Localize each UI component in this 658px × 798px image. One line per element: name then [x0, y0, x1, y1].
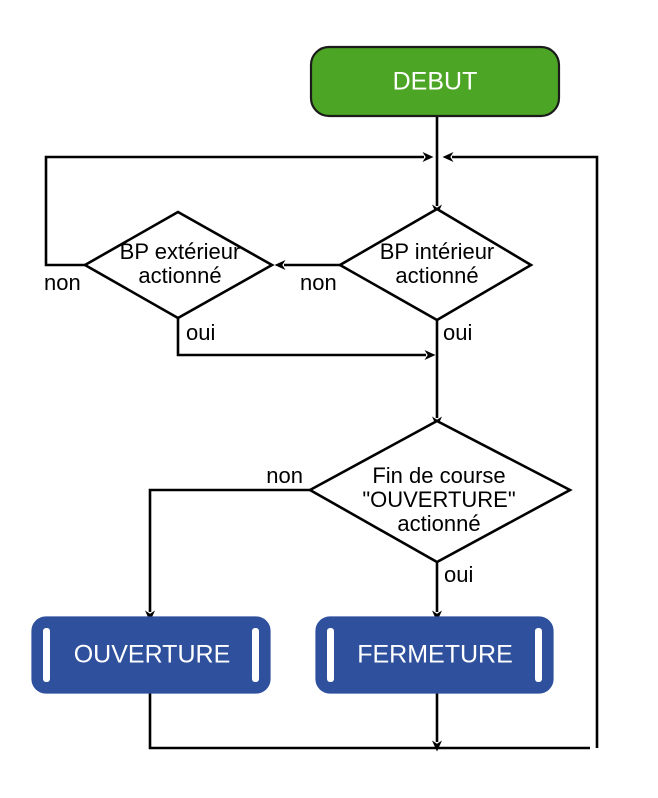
decision-bp-interieur-shape — [337, 207, 534, 322]
decision-fin-course-label-line3: actionné — [397, 511, 480, 536]
decision-bp-interieur-label-line1: BP intérieur — [380, 239, 495, 264]
edge-label-fin-course-oui: oui — [444, 562, 473, 587]
process-fermeture-right-bar — [535, 628, 542, 682]
process-ouverture-label: OUVERTURE — [74, 641, 231, 669]
decision-bp-exterieur-shape — [82, 210, 275, 320]
process-ouverture-left-bar — [43, 628, 50, 682]
decision-fin-course-label-line1: Fin de course — [372, 463, 505, 488]
node-decision-bp-interieur[interactable]: BP intérieur actionné — [337, 207, 534, 322]
node-process-ouverture[interactable]: OUVERTURE — [31, 616, 271, 694]
node-decision-fin-course[interactable]: Fin de course "OUVERTURE" actionné — [307, 419, 573, 564]
node-decision-bp-exterieur[interactable]: BP extérieur actionné — [82, 210, 275, 320]
edge-ouverture-to-bottom-rail — [148, 693, 590, 750]
edge-label-bp-interieur-oui: oui — [443, 320, 472, 345]
decision-fin-course-shape — [307, 419, 573, 564]
start-label: DEBUT — [393, 68, 478, 96]
node-process-fermeture[interactable]: FERMETURE — [315, 616, 554, 694]
edge-bp-exterieur-non-loop — [44, 152, 434, 267]
process-fermeture-left-bar — [327, 628, 334, 682]
edge-fin-course-non-to-ouverture — [145, 488, 310, 622]
process-ouverture-shape — [31, 616, 271, 694]
start-shape — [309, 45, 561, 118]
process-fermeture-label: FERMETURE — [357, 641, 513, 669]
node-start-debut[interactable]: DEBUT — [309, 45, 561, 118]
decision-bp-exterieur-label-line1: BP extérieur — [120, 239, 241, 264]
edge-bottom-return-loop — [442, 152, 599, 748]
process-fermeture-shape — [315, 616, 554, 694]
decision-fin-course-label-line2: "OUVERTURE" — [362, 487, 515, 512]
decision-bp-interieur-label-line2: actionné — [395, 263, 478, 288]
edge-bp-exterieur-oui — [176, 318, 436, 360]
decision-bp-exterieur-label-line2: actionné — [138, 263, 221, 288]
edge-label-fin-course-non: non — [266, 463, 303, 488]
process-ouverture-right-bar — [252, 628, 259, 682]
edge-label-bp-exterieur-oui: oui — [186, 320, 215, 345]
edge-label-bp-interieur-non: non — [300, 270, 337, 295]
edge-label-bp-exterieur-non: non — [44, 270, 81, 295]
